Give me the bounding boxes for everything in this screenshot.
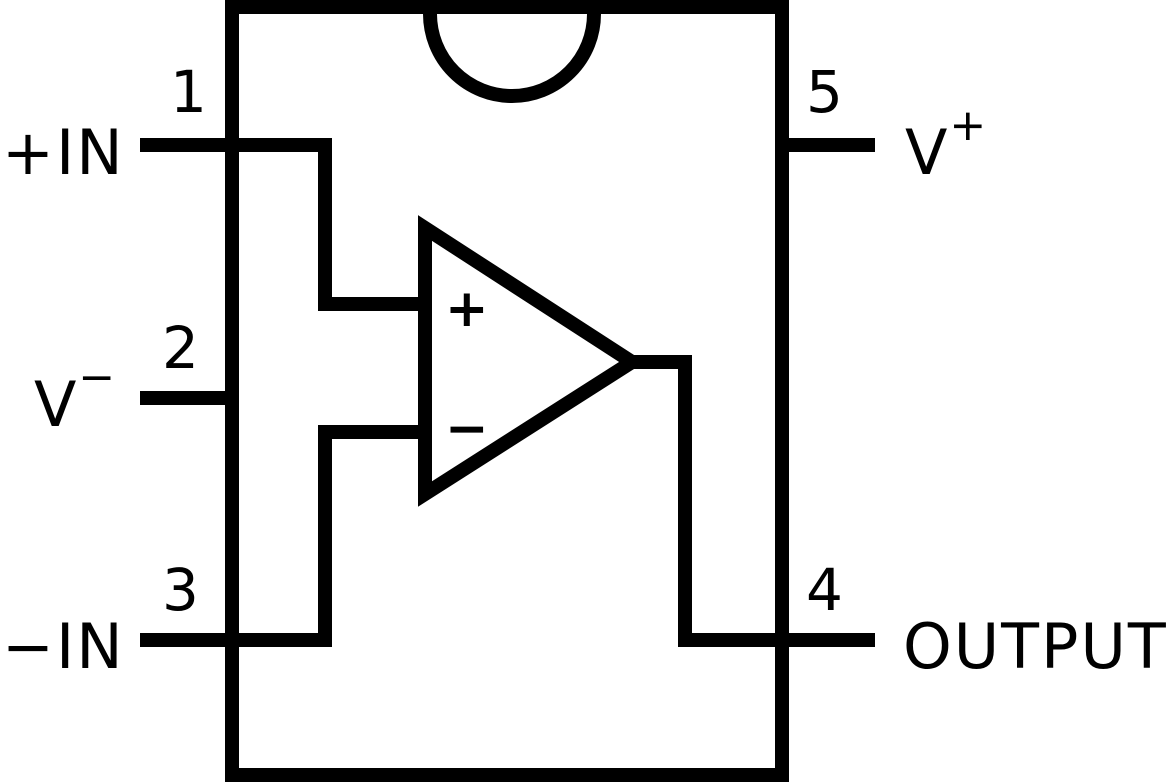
pin5-number: 5 — [806, 58, 843, 126]
pin1-number: 1 — [170, 58, 207, 126]
opamp-triangle — [418, 215, 645, 507]
pin1-notch — [423, 13, 601, 103]
pin1-name: +IN — [2, 116, 125, 189]
pin3-name: −IN — [2, 610, 125, 683]
pin2-number: 2 — [162, 314, 199, 382]
wire-plus-in — [232, 138, 425, 311]
pin5-name-superscript: + — [949, 100, 988, 151]
opamp-minus-sign: − — [445, 399, 489, 459]
pin2-name-base: V — [34, 368, 78, 441]
package-body — [225, 0, 789, 782]
pin2-name: V− — [34, 352, 117, 441]
pin4-name: OUTPUT — [903, 610, 1168, 683]
pin5-name: V+ — [905, 100, 988, 189]
wire-minus-in — [232, 425, 425, 647]
pin2-name-superscript: − — [78, 352, 117, 403]
wire-output — [632, 355, 782, 647]
pin4-number: 4 — [806, 556, 843, 624]
pin5-name-base: V — [905, 116, 949, 189]
pin3-number: 3 — [162, 556, 199, 624]
opamp-plus-sign: + — [445, 279, 489, 339]
